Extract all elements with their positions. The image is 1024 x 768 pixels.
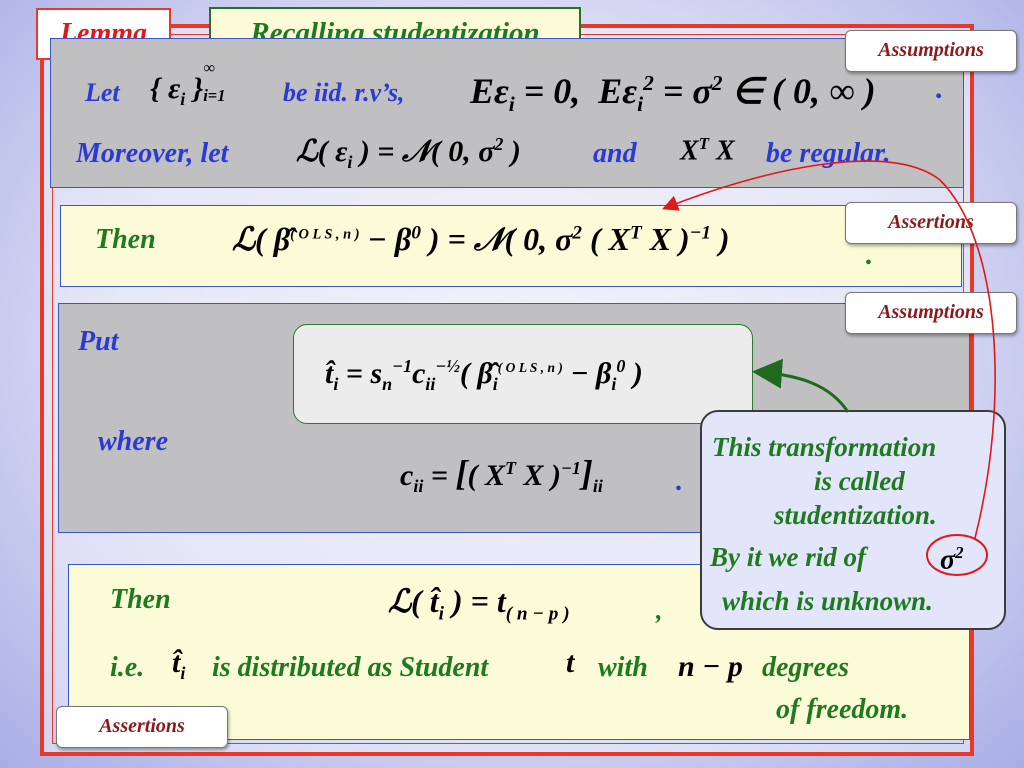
then-text-2: Then [110,584,171,615]
callout-line-5: which is unknown. [722,586,933,616]
studentization-formula: t̂i = sn−1cii−½( β̂i( O L S , n ) − βi0 … [325,356,643,394]
is-distributed-text: is distributed as Student [212,652,489,683]
cii-formula: cii = [( XT X )−1]ii [400,453,603,496]
then-text-1: Then [95,224,156,255]
comma-text: , [656,596,663,625]
with-text: with [598,652,648,683]
period-1: . [936,72,944,105]
t-distribution-formula: ℒ( t̂i ) = t( n − p ) [388,583,570,625]
callout-sigma-symbol: σ2 [940,543,964,576]
of-freedom-text: of freedom. [776,694,909,725]
and-text: and [593,138,637,169]
period-3: . [676,466,683,497]
be-regular-text: be regular. [766,138,891,169]
t-hat-i-formula: t̂i [172,646,186,683]
assumptions-pill-2[interactable]: Assumptions [845,292,1017,334]
let-text: Let [85,78,120,107]
epsilon-sequence-formula: { εi }∞i=1 [150,58,226,109]
student-t-symbol: t [566,646,575,679]
where-text: where [98,426,168,457]
ols-distribution-formula: ℒ( β̂( O L S , n ) − β0 ) = 𝒩( 0, σ2 ( X… [232,221,730,257]
degrees-text: degrees [762,652,850,683]
callout-line-3: studentization. [774,500,937,530]
moreover-text: Moreover, let [76,138,229,169]
callout-line-1: This transformation [712,432,937,462]
studentization-callout: This transformation is called studentiza… [700,410,1006,630]
moment-conditions-formula: Eεi = 0, Eεi2 = σ2 ∈ ( 0, ∞ ) [470,71,876,117]
put-text: Put [78,326,119,357]
be-iid-text: be iid. r.v’s, [283,78,405,107]
assertions-pill-2[interactable]: Assertions [56,706,228,748]
ie-text: i.e. [110,652,145,683]
n-minus-p-text: n − p [678,650,743,683]
xtx-formula: XT X [680,134,735,167]
callout-line-4: By it we rid of [710,542,866,572]
assertions-pill-1[interactable]: Assertions [845,202,1017,244]
callout-line-2: is called [814,466,905,496]
normal-errors-formula: ℒ( εi ) = 𝒩( 0, σ2 ) [296,134,521,172]
period-2: . [866,240,873,271]
assumptions-pill-1[interactable]: Assumptions [845,30,1017,72]
